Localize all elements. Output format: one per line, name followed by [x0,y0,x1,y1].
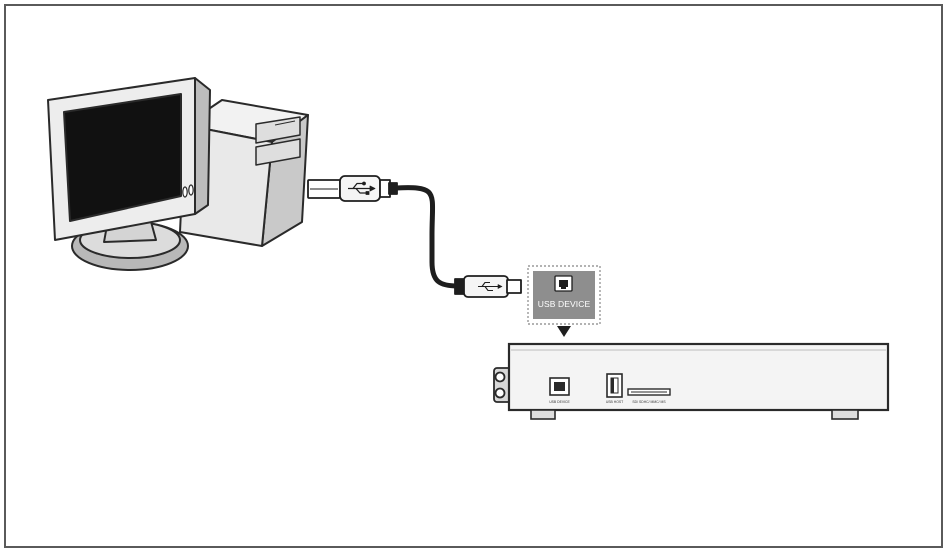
computer [47,77,309,271]
usb-cable [307,175,522,298]
cable-wire [393,185,461,289]
monitor-screen [63,93,182,222]
power-button-icon [182,186,188,198]
card-slot-label: SD/ SDHC/ MMC/ MS [632,400,666,404]
usb-symbol-icon [348,181,376,195]
device-foot-left [530,409,556,420]
usb-a-plug [307,175,398,202]
media-device: USB DEVICE USB HOST SD/ SDHC/ MMC/ MS [493,342,890,420]
usb-b-port-icon [554,275,573,292]
usb-device-callout: USB DEVICE [527,265,601,337]
usb-b-plug [454,275,522,298]
usb-host-port-label: USB HOST [606,400,623,404]
usb-device-port: USB DEVICE [549,377,571,404]
monitor [47,77,211,271]
usb-host-port: USB HOST [606,373,623,404]
card-slot: SD/ SDHC/ MMC/ MS [627,388,671,404]
callout-label: USB DEVICE [538,299,591,309]
usb-device-port-label: USB DEVICE [549,400,570,404]
device-foot-right [831,409,859,420]
device-body [507,342,890,412]
down-arrow-icon [557,326,571,337]
